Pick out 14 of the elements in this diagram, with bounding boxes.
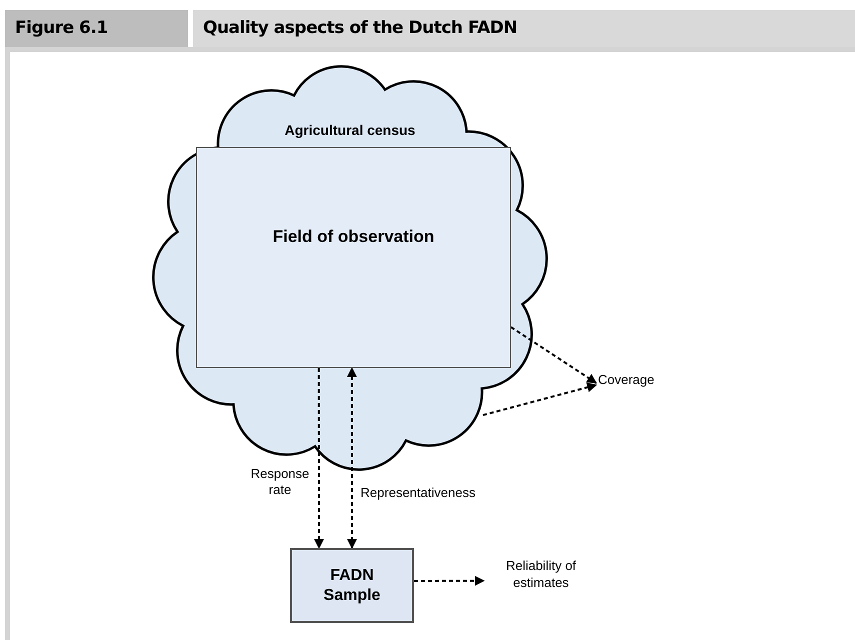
figure-title: Quality aspects of the Dutch FADN bbox=[193, 10, 855, 47]
cloud-heading: Agricultural census bbox=[284, 122, 416, 138]
arrow bbox=[314, 368, 324, 549]
field-box bbox=[196, 147, 511, 368]
outcome-label: Coverage bbox=[598, 372, 688, 389]
box-heading: Field of observation bbox=[272, 227, 434, 248]
figure-number: Figure 6.1 bbox=[5, 10, 188, 47]
sample-box bbox=[290, 548, 414, 623]
arrow bbox=[414, 576, 485, 586]
box-heading: FADN Sample bbox=[322, 566, 382, 605]
arrow bbox=[482, 382, 598, 416]
arrow bbox=[346, 367, 357, 549]
arrow bbox=[510, 326, 598, 384]
outcome-label: Reliability of estimates bbox=[486, 558, 596, 592]
